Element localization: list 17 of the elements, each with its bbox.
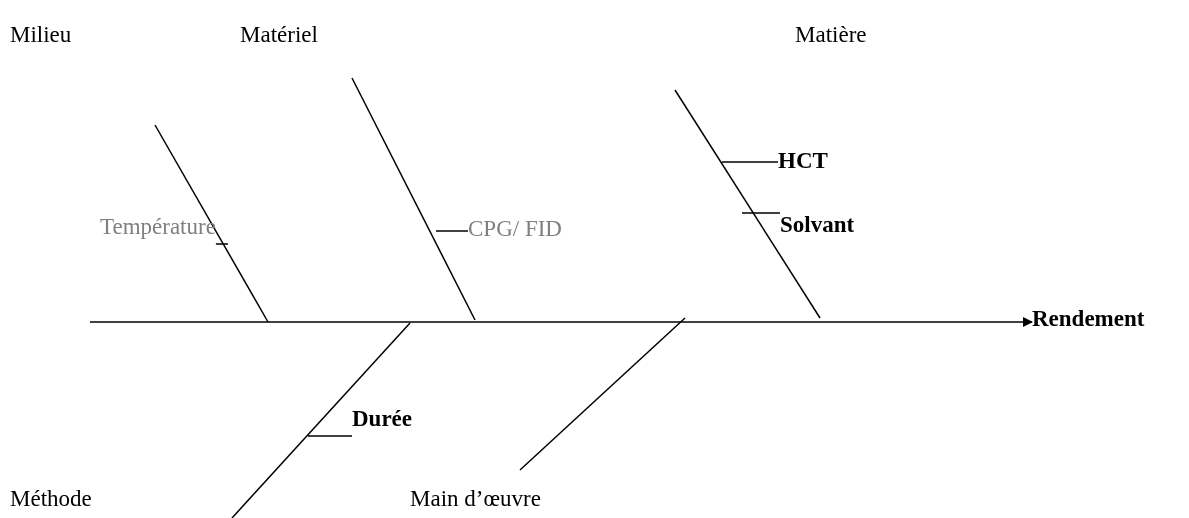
leader-line [721,161,779,163]
leader-line [307,435,353,437]
cause-label: HCT [778,146,848,178]
category-label: Matériel [240,21,318,49]
leader-line [215,243,229,245]
cause-label: Solvant [780,210,900,244]
leader-line [741,212,781,214]
cause-label: Durée [352,404,432,438]
spine-arrow [89,317,1033,327]
cause-label: Température [100,212,216,246]
category-label: Main d’œuvre [410,485,541,513]
category-label: Milieu [10,21,72,49]
leader-line [435,230,469,232]
cause-label: CPG/ FID [468,214,586,248]
category-label: Méthode [10,485,92,513]
effect-label: Rendement [1032,304,1162,338]
category-label: Matière [795,21,867,49]
